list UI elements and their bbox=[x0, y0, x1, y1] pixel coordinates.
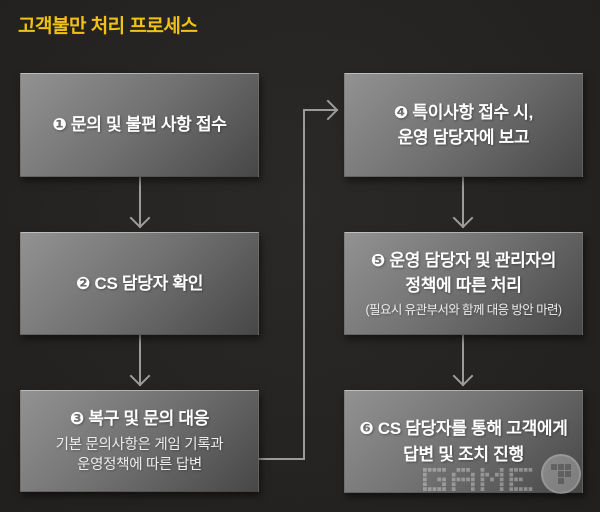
watermark-badge bbox=[541, 454, 581, 494]
step-label: ❺ 운영 담당자 및 관리자의 정책에 따른 처리 bbox=[370, 250, 557, 296]
flow-step-box-3: ❸ 복구 및 문의 대응 기본 문의사항은 게임 기록과 운영정책에 따른 답변 bbox=[20, 390, 259, 492]
step-note: 기본 문의사항은 게임 기록과 운영정책에 따른 답변 bbox=[55, 436, 224, 474]
page-title: 고객불만 처리 프로세스 bbox=[18, 16, 198, 37]
pixel-game-logo-icon bbox=[551, 464, 571, 484]
flow-step-box-4: ❹ 특이사항 접수 시, 운영 담당자에 보고 bbox=[344, 73, 583, 177]
step-label: ❻ CS 담당자를 통해 고객에게 답변 및 조치 진행 bbox=[359, 419, 568, 464]
step-label: ❷ CS 담당자 확인 bbox=[75, 273, 204, 293]
step-note: (필요시 유관부서와 함께 대응 방안 마련) bbox=[365, 302, 563, 317]
watermark-text bbox=[423, 468, 538, 497]
arrow-step2-to-step3 bbox=[129, 335, 151, 387]
flow-step-box-1: ❶ 문의 및 불편 사항 접수 bbox=[20, 73, 259, 177]
watermark-pixel-letters bbox=[423, 468, 533, 491]
step-label: ❹ 특이사항 접수 시, 운영 담당자에 보고 bbox=[393, 102, 534, 148]
step-label: ❶ 문의 및 불편 사항 접수 bbox=[52, 115, 227, 135]
flow-step-box-2: ❷ CS 담당자 확인 bbox=[20, 232, 259, 335]
arrow-step5-to-step6 bbox=[452, 333, 474, 387]
step-label: ❸ 복구 및 문의 대응 bbox=[69, 409, 210, 429]
connector-lines bbox=[129, 99, 474, 460]
flow-step-box-6: ❻ CS 담당자를 통해 고객에게 답변 및 조치 진행 bbox=[344, 390, 583, 493]
arrow-step4-to-step5 bbox=[452, 177, 474, 229]
arrow-step3-to-step4 bbox=[258, 99, 339, 460]
flow-step-box-5: ❺ 운영 담당자 및 관리자의 정책에 따른 처리 (필요시 유관부서와 함께 … bbox=[344, 232, 583, 335]
arrow-step1-to-step2 bbox=[129, 177, 151, 229]
